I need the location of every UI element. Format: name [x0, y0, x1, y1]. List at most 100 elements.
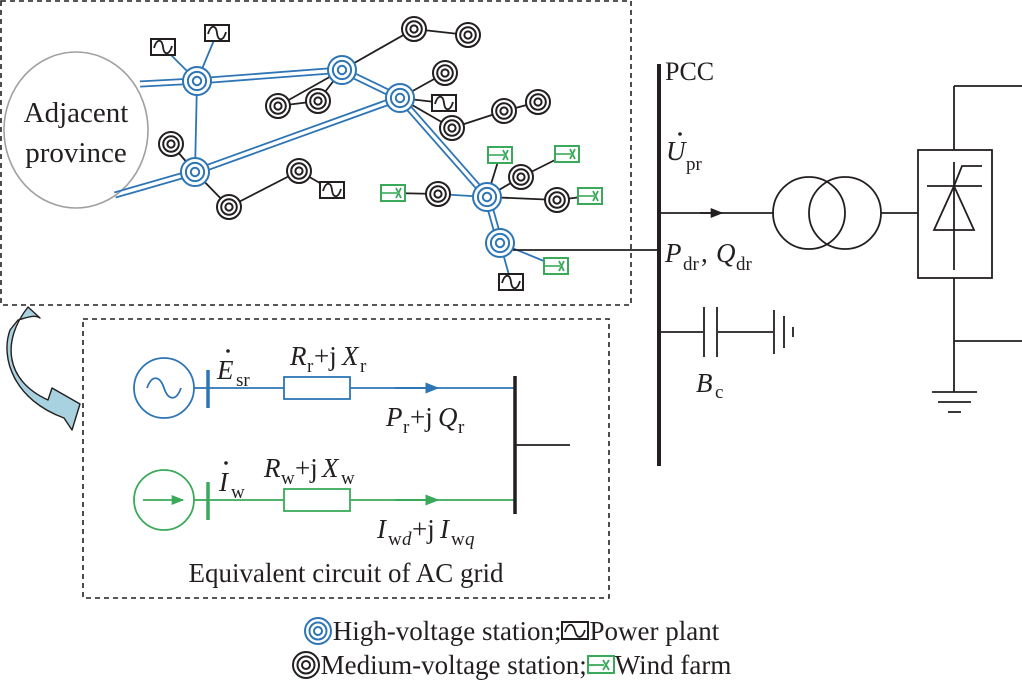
iwd-sub-d: d	[402, 529, 412, 550]
pcc-label: PCC	[665, 57, 714, 86]
high-voltage-station-icon	[327, 55, 357, 85]
iw-symbol: I	[218, 467, 230, 497]
capacitor-sub: c	[715, 382, 723, 403]
power-plant-icon	[150, 38, 176, 56]
medium-voltage-station-icon	[491, 98, 517, 124]
current-source	[133, 469, 208, 531]
xw-sub: w	[341, 468, 355, 489]
w-current-label: I w d +j I w q	[376, 514, 475, 550]
phasor-dot	[226, 349, 230, 353]
power-plant-icon	[319, 181, 345, 199]
capacitor-symbol: B	[696, 368, 713, 398]
pcc-voltage-symbol: U	[666, 136, 687, 166]
power-plant-icon	[561, 621, 590, 640]
iwq-sub-q: q	[465, 529, 475, 550]
high-voltage-station-icon	[303, 617, 332, 645]
resistor-w-icon	[283, 488, 351, 512]
power-plant-icon	[431, 94, 457, 112]
mv-line	[228, 170, 300, 208]
rr-plus-j: +j	[314, 341, 337, 371]
high-voltage-station-icon	[485, 228, 515, 258]
qdr-symbol: Q	[716, 238, 736, 268]
iwd-symbol: I	[376, 514, 388, 544]
medium-voltage-station-icon	[425, 181, 451, 207]
xr-sub: r	[360, 356, 367, 377]
equivalent-circuit-frame	[82, 318, 610, 599]
high-voltage-station-icon	[385, 83, 415, 113]
legend-row-1: High-voltage station; Power plant	[0, 614, 1022, 648]
phasor-dot	[224, 461, 228, 465]
qr-symbol: Q	[438, 402, 458, 432]
pcc-power-label: P dr , Q dr	[664, 238, 753, 275]
hv-double-line	[196, 66, 343, 85]
r-impedance-label: R r +j X r	[289, 341, 367, 377]
pr-symbol: P	[385, 402, 403, 432]
xw-symbol: X	[321, 453, 340, 483]
iwq-sub-w: w	[451, 529, 465, 550]
medium-voltage-station-icon	[158, 131, 184, 157]
medium-voltage-station-icon	[305, 88, 331, 114]
transformer	[772, 176, 882, 250]
pq-separator: ,	[701, 238, 715, 268]
hv-line	[194, 80, 198, 173]
wind-farm-icon	[487, 146, 513, 164]
resistor-r-icon	[283, 376, 351, 400]
equivalent-circuit-title: Equivalent circuit of AC grid	[189, 558, 504, 588]
curved-arrow-icon	[6, 306, 81, 431]
shunt-capacitor	[661, 307, 794, 357]
adjacent-province: Adjacent province	[3, 51, 149, 209]
w-impedance-label: R w +j X w	[263, 453, 355, 489]
wind-current-label: I w	[218, 461, 245, 503]
legend: High-voltage station; Power plant Medium…	[0, 614, 1022, 682]
xr-symbol: X	[341, 341, 360, 371]
wind-farm-icon	[554, 145, 580, 163]
adjacent-province-label-2: province	[25, 137, 126, 169]
medium-voltage-station-icon	[432, 60, 458, 86]
rw-sub: w	[281, 468, 295, 489]
wind-farm-icon	[586, 655, 615, 674]
phasor-dot	[678, 132, 682, 136]
medium-voltage-station-icon	[455, 22, 481, 48]
qdr-sub: dr	[736, 254, 753, 275]
legend-row-2: Medium-voltage station; Wind farm	[0, 648, 1022, 682]
legend-label-wind: Wind farm	[614, 650, 732, 680]
medium-voltage-station-icon	[265, 93, 291, 119]
medium-voltage-station-icon	[525, 89, 551, 115]
legend-label-hv: High-voltage station;	[332, 616, 562, 646]
esr-symbol: E	[216, 355, 234, 385]
pr-plus-j: +j	[410, 402, 433, 432]
converter-valve	[917, 85, 1022, 392]
rw-plus-j: +j	[295, 453, 318, 483]
rw-symbol: R	[263, 453, 281, 483]
rr-symbol: R	[289, 341, 307, 371]
pdr-sub: dr	[683, 254, 700, 275]
esr-sub: sr	[236, 370, 250, 391]
medium-voltage-station-icon	[508, 164, 534, 190]
qr-sub: r	[458, 417, 465, 438]
medium-voltage-station-icon	[286, 158, 312, 184]
network-frame	[0, 0, 632, 306]
medium-voltage-station-icon	[216, 194, 242, 220]
hv-double-line	[397, 95, 490, 200]
medium-voltage-station-icon	[291, 651, 320, 679]
pr-sub: r	[403, 417, 410, 438]
high-voltage-station-icon	[182, 66, 212, 96]
iwd-sub-w: w	[388, 529, 402, 550]
power-plant-icon	[498, 273, 524, 291]
source-voltage-label: E sr	[216, 349, 250, 391]
medium-voltage-station-icon	[439, 115, 465, 141]
pcc-voltage-label: U pr	[666, 132, 703, 175]
iwq-symbol: I	[439, 514, 451, 544]
pdr-symbol: P	[664, 238, 682, 268]
medium-voltage-station-icon	[544, 187, 570, 213]
high-voltage-station-icon	[180, 157, 210, 187]
hv-double-line	[193, 94, 402, 176]
rr-sub: r	[307, 356, 314, 377]
power-plant-icon	[204, 24, 230, 42]
voltage-source	[133, 357, 208, 419]
wind-farm-icon	[577, 187, 603, 205]
wind-farm-icon	[543, 257, 569, 275]
iw-sub: w	[231, 482, 245, 503]
medium-voltage-station-icon	[401, 16, 427, 42]
legend-label-mv: Medium-voltage station;	[320, 650, 587, 680]
